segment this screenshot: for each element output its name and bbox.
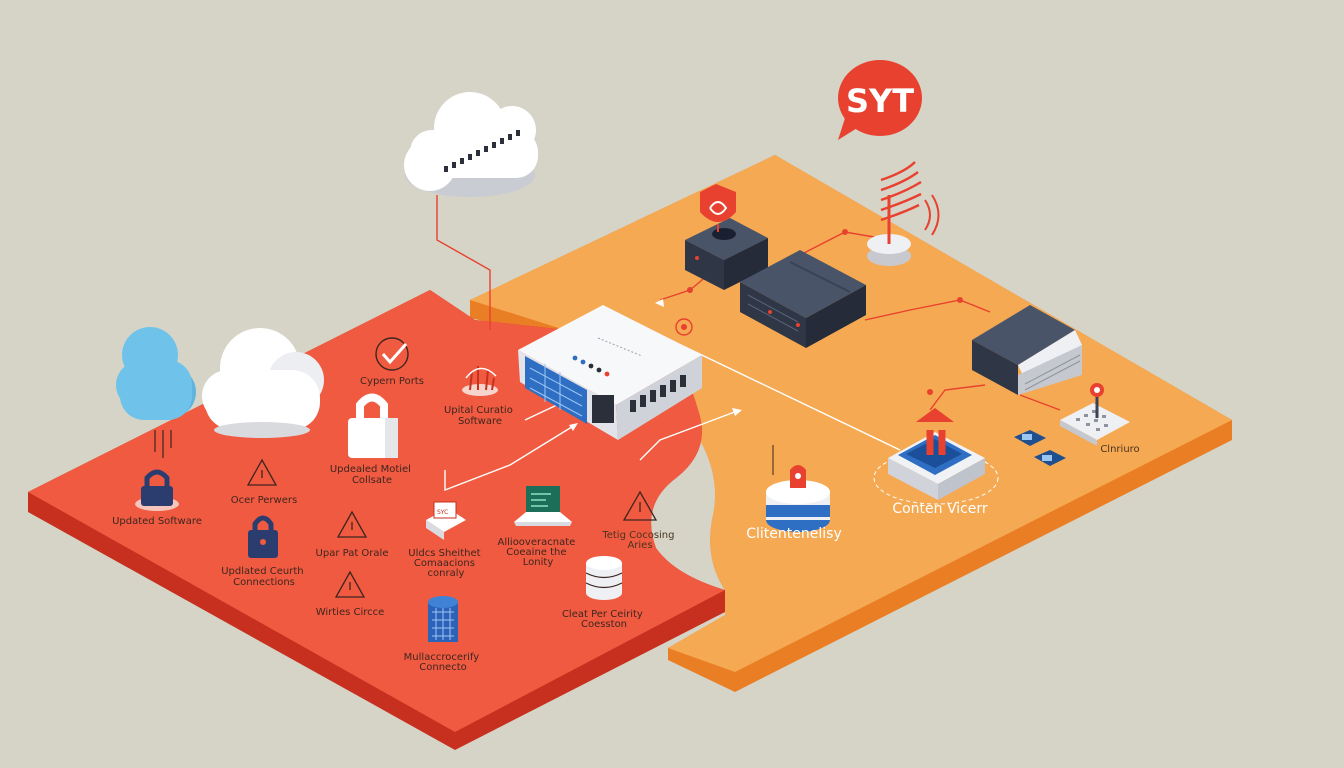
label-updated-software-top: Upital Curatio Software bbox=[444, 405, 516, 427]
line-server-to-rack bbox=[864, 299, 991, 321]
content-center-device-icon bbox=[873, 408, 999, 505]
label-content-center: Conten Vicerr bbox=[892, 501, 988, 517]
server-small-icon bbox=[685, 218, 768, 290]
label-open-ports: Cypern Ports bbox=[360, 376, 424, 387]
laptop-icon bbox=[514, 486, 572, 526]
label-unsecured-network: Uldcs Sheithet Comaacions conraly bbox=[408, 548, 483, 579]
antenna-flag-icon bbox=[867, 161, 940, 266]
orange-zone-label-layer: Clitentenelisy Conten Vicerr Clnriuro bbox=[746, 444, 1139, 542]
label-updated-connections: Updlated Ceurth Connections bbox=[221, 566, 307, 588]
line-cloud-to-router bbox=[436, 195, 491, 330]
svg-text:SYC: SYC bbox=[437, 509, 448, 516]
client-database-icon bbox=[766, 445, 830, 532]
red-zone-label-layer: Cypern Ports Upital Curatio Software Oce… bbox=[112, 376, 677, 673]
shield-pin-icon bbox=[700, 184, 736, 232]
label-dashboard: Clnriuro bbox=[1100, 444, 1139, 455]
line-rack-to-button bbox=[929, 384, 986, 411]
cloud-white-left-icon bbox=[202, 328, 324, 438]
database-blue-icon bbox=[428, 596, 458, 642]
label-multiple-connections: Mullaccrocerify Connecto bbox=[404, 652, 483, 673]
padlock-navy-left-icon bbox=[135, 469, 179, 511]
padlock-white-icon bbox=[348, 393, 398, 458]
label-user-port-circle: Upar Pat Orale bbox=[316, 548, 389, 559]
badge-device-icon: SYC bbox=[426, 501, 466, 540]
cloud-top-icon bbox=[404, 92, 538, 197]
label-updated-software-mid: Updealed Motiel Collsate bbox=[330, 464, 414, 486]
label-wireless-circle: Wirties Circce bbox=[316, 607, 385, 618]
label-totally-connected: Tetig Cocosing Aries bbox=[601, 530, 677, 551]
label-user-passwords: Ocer Perwers bbox=[231, 495, 297, 506]
badge-text: SYT bbox=[846, 82, 914, 120]
database-white-icon bbox=[585, 556, 623, 600]
label-client-security: Cleat Per Ceirity Coesston bbox=[562, 609, 646, 630]
router-device-icon bbox=[518, 305, 702, 440]
line-rack-to-keypad bbox=[1019, 394, 1061, 411]
orange-zone bbox=[470, 155, 1232, 692]
antenna-cluster-icon bbox=[462, 366, 498, 396]
line-router-to-shield bbox=[444, 424, 576, 492]
line-arrows bbox=[569, 299, 742, 431]
warning-triangle-icons bbox=[246, 458, 658, 598]
target-marker-icon bbox=[675, 318, 693, 336]
keypad-icon bbox=[1060, 383, 1130, 446]
server-main-icon bbox=[740, 250, 866, 348]
padlock-navy-icon bbox=[248, 515, 278, 558]
connection-dots bbox=[687, 229, 963, 395]
tablet-icons bbox=[1014, 430, 1066, 466]
label-updated-software-left: Updated Software bbox=[112, 516, 202, 527]
line-router-to-client bbox=[639, 409, 741, 461]
label-client-center: Clitentenelisy bbox=[746, 526, 841, 542]
speech-bubble-badge: SYT bbox=[838, 60, 922, 140]
checkmark-icon bbox=[375, 337, 409, 371]
server-rack-icon bbox=[972, 305, 1082, 395]
cloud-blue-icon bbox=[116, 327, 196, 458]
label-always-connected: Alliooveracnate Coeaine the Lonity bbox=[498, 537, 579, 568]
